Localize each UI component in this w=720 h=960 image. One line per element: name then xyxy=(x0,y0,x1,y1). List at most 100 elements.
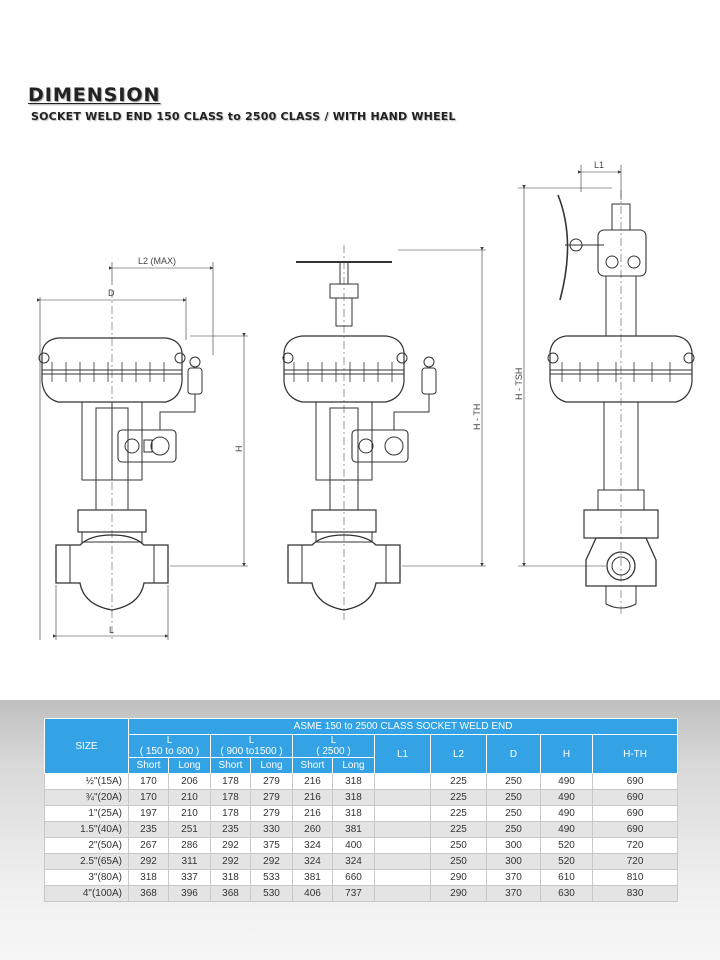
value-cell: 279 xyxy=(250,789,293,806)
size-cell: ½"(15A) xyxy=(44,773,129,790)
value-cell: 216 xyxy=(292,773,333,790)
value-cell: 381 xyxy=(332,821,375,838)
value-cell: 690 xyxy=(591,805,679,822)
value-cell xyxy=(374,837,431,854)
h-tsh-label: H - TSH xyxy=(514,368,524,400)
value-cell: 260 xyxy=(292,821,333,838)
value-cell: 225 xyxy=(430,821,487,838)
value-cell: 300 xyxy=(486,853,541,870)
value-cell: 396 xyxy=(168,885,211,902)
value-cell: 170 xyxy=(128,773,169,790)
value-cell: 324 xyxy=(292,853,333,870)
value-cell: 235 xyxy=(128,821,169,838)
value-cell: 250 xyxy=(486,773,541,790)
value-cell: 225 xyxy=(430,789,487,806)
value-cell: 610 xyxy=(540,869,593,886)
value-cell: 311 xyxy=(168,853,211,870)
value-cell: 318 xyxy=(332,773,375,790)
value-cell: 216 xyxy=(292,805,333,822)
value-cell: 370 xyxy=(486,885,541,902)
page-title: DIMENSION xyxy=(28,84,161,106)
value-cell: 737 xyxy=(332,885,375,902)
value-cell: 225 xyxy=(430,773,487,790)
value-cell: 178 xyxy=(210,805,251,822)
value-cell: 490 xyxy=(540,821,593,838)
value-cell: 490 xyxy=(540,789,593,806)
value-cell: 375 xyxy=(250,837,293,854)
value-cell xyxy=(374,853,431,870)
value-cell: 810 xyxy=(591,869,679,886)
valve-handwheel-view xyxy=(282,245,486,620)
value-cell: 318 xyxy=(332,789,375,806)
l-group-letter: L xyxy=(248,735,255,746)
value-cell: 292 xyxy=(128,853,169,870)
l-label: L xyxy=(109,625,114,635)
value-cell: 267 xyxy=(128,837,169,854)
valve-dimension-drawing: L2 (MAX) D H L H - TH L1 H - TSH xyxy=(37,160,695,640)
l-group-header: L ( 150 to 600 ) xyxy=(128,734,211,758)
valve-side-view xyxy=(518,165,695,615)
l-group-header: L ( 2500 ) xyxy=(292,734,375,758)
value-cell: 690 xyxy=(591,821,679,838)
value-cell: 520 xyxy=(540,853,593,870)
size-cell: ¾"(20A) xyxy=(44,789,129,806)
value-cell: 368 xyxy=(128,885,169,902)
d-label: D xyxy=(108,288,115,298)
value-cell xyxy=(374,869,431,886)
size-cell: 4"(100A) xyxy=(44,885,129,902)
value-cell: 235 xyxy=(210,821,251,838)
value-cell: 250 xyxy=(486,789,541,806)
short-header: Short xyxy=(292,757,333,774)
short-header: Short xyxy=(210,757,251,774)
value-cell: 400 xyxy=(332,837,375,854)
value-cell: 330 xyxy=(250,821,293,838)
value-cell: 490 xyxy=(540,773,593,790)
l1-label: L1 xyxy=(594,160,604,170)
value-cell: 533 xyxy=(250,869,293,886)
value-cell xyxy=(374,789,431,806)
value-cell: 250 xyxy=(430,837,487,854)
h-th-label: H - TH xyxy=(472,404,482,430)
value-cell: 178 xyxy=(210,773,251,790)
l-group-range: ( 150 to 600 ) xyxy=(139,746,200,757)
l2-header: L2 xyxy=(430,734,487,774)
l-group-header: L ( 900 to1500 ) xyxy=(210,734,293,758)
dimension-table: SIZE ASME 150 to 2500 CLASS SOCKET WELD … xyxy=(44,718,679,902)
value-cell xyxy=(374,885,431,902)
l-group-range: ( 900 to1500 ) xyxy=(220,746,283,757)
value-cell: 290 xyxy=(430,885,487,902)
size-cell: 3"(80A) xyxy=(44,869,129,886)
value-cell: 279 xyxy=(250,805,293,822)
value-cell: 690 xyxy=(591,773,679,790)
value-cell: 660 xyxy=(332,869,375,886)
value-cell: 490 xyxy=(540,805,593,822)
value-cell: 318 xyxy=(128,869,169,886)
value-cell: 530 xyxy=(250,885,293,902)
l1-header: L1 xyxy=(374,734,431,774)
page-subtitle: SOCKET WELD END 150 CLASS to 2500 CLASS … xyxy=(31,110,456,123)
value-cell: 368 xyxy=(210,885,251,902)
value-cell: 178 xyxy=(210,789,251,806)
value-cell: 206 xyxy=(168,773,211,790)
l-group-letter: L xyxy=(330,735,337,746)
value-cell: 318 xyxy=(332,805,375,822)
value-cell: 720 xyxy=(591,853,679,870)
value-cell: 210 xyxy=(168,805,211,822)
l2-max-label: L2 (MAX) xyxy=(138,256,176,266)
main-header: ASME 150 to 2500 CLASS SOCKET WELD END xyxy=(127,718,679,735)
h-header: H xyxy=(540,734,593,774)
value-cell xyxy=(374,821,431,838)
value-cell: 292 xyxy=(250,853,293,870)
value-cell: 292 xyxy=(210,853,251,870)
value-cell: 170 xyxy=(128,789,169,806)
valve-front-view xyxy=(37,262,248,640)
value-cell xyxy=(374,805,431,822)
value-cell: 370 xyxy=(486,869,541,886)
